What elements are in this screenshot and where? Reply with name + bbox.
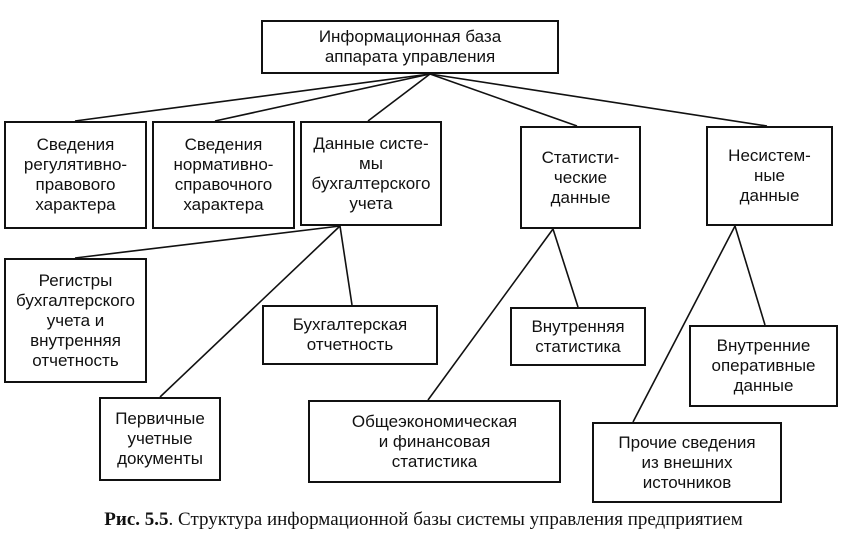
link-accounting-primary: [159, 225, 341, 398]
node-root: Информационная база аппарата управления: [261, 20, 559, 74]
node-normative: Сведения нормативно- справочного характе…: [152, 121, 295, 229]
caption-text: . Структура информационной базы системы …: [168, 509, 743, 530]
link-accounting-registers: [74, 225, 341, 259]
link-nonsystem-internalops: [734, 225, 766, 326]
link-root-statistical: [429, 73, 578, 127]
link-accounting-reporting: [339, 225, 353, 306]
node-primary-docs: Первичные учетные документы: [99, 397, 221, 481]
link-statistical-internal: [552, 228, 579, 308]
link-root-accounting: [367, 73, 431, 122]
link-root-regulative: [74, 73, 431, 122]
figure-caption: Рис. 5.5. Структура информационной базы …: [0, 509, 847, 531]
node-accounting: Данные систе- мы бухгалтерского учета: [300, 121, 442, 226]
link-root-normative: [214, 73, 431, 122]
node-nonsystem: Несистем- ные данные: [706, 126, 833, 226]
node-internal-ops: Внутренние оперативные данные: [689, 325, 838, 407]
node-external: Прочие сведения из внешних источников: [592, 422, 782, 503]
node-internal-stat: Внутренняя статистика: [510, 307, 646, 366]
node-reporting: Бухгалтерская отчетность: [262, 305, 438, 365]
link-nonsystem-external: [632, 225, 736, 423]
node-regulative: Сведения регулятивно- правового характер…: [4, 121, 147, 229]
node-statistical: Статисти- ческие данные: [520, 126, 641, 229]
link-root-nonsystem: [429, 73, 768, 127]
caption-label: Рис. 5.5: [104, 509, 169, 530]
node-general-stat: Общеэкономическая и финансовая статистик…: [308, 400, 561, 483]
node-registers: Регистры бухгалтерского учета и внутренн…: [4, 258, 147, 383]
link-statistical-general: [427, 228, 554, 401]
